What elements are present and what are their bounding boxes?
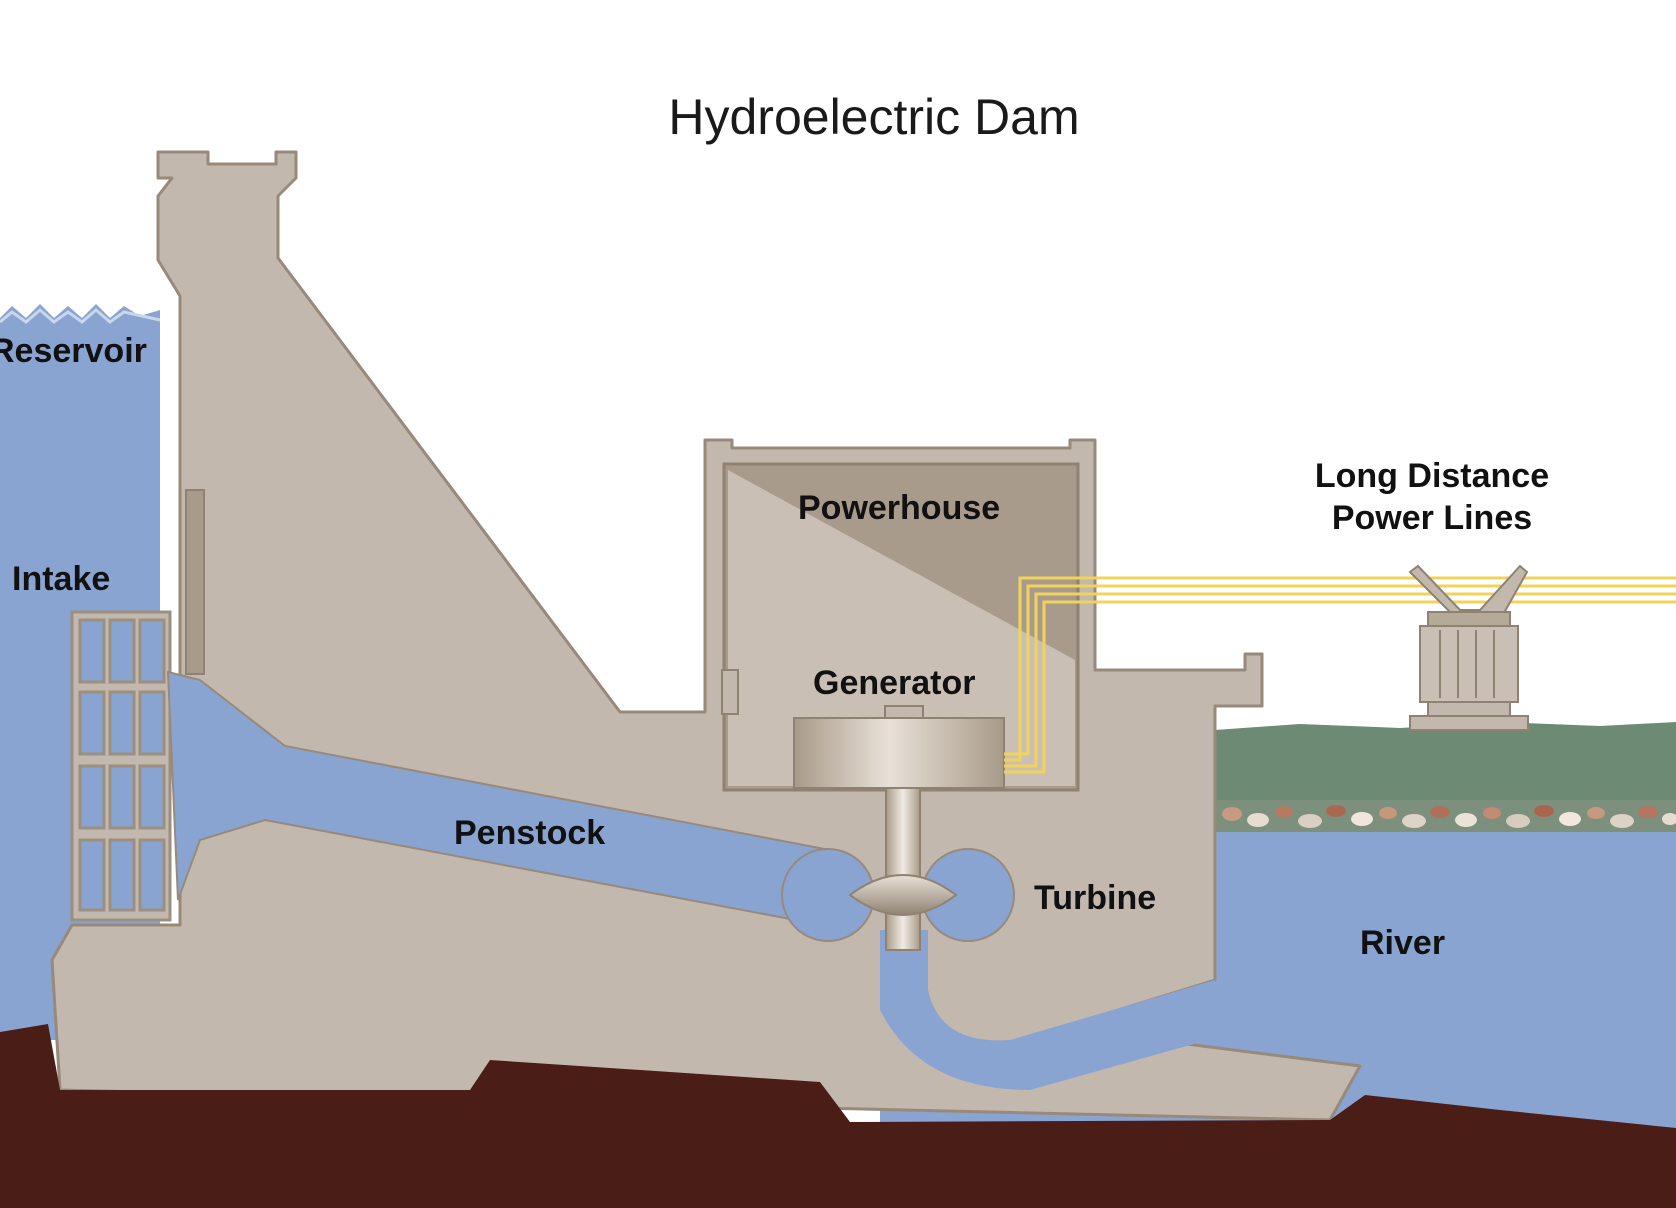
turbine-housing xyxy=(781,848,1015,942)
transmission-tower xyxy=(1408,564,1529,731)
generator-label: Generator xyxy=(813,664,976,702)
riverbank-rocks xyxy=(1215,800,1676,832)
intake-gate xyxy=(185,489,205,675)
intake-screen xyxy=(70,610,172,922)
reservoir-label: Reservoir xyxy=(0,332,147,370)
penstock-label: Penstock xyxy=(454,814,605,852)
bedrock xyxy=(0,1024,1676,1208)
dam-structure xyxy=(50,150,1362,1122)
draft-tube xyxy=(880,930,1215,1090)
diagram-title: Hydroelectric Dam xyxy=(668,89,1079,145)
turbine-shaft xyxy=(885,787,921,951)
river-label: River xyxy=(1360,924,1445,962)
river-bank xyxy=(1215,722,1676,832)
turbine-runner xyxy=(848,874,958,916)
intake-label: Intake xyxy=(12,560,110,598)
power-lines xyxy=(1004,576,1676,774)
power-lines-label-line1: Long Distance xyxy=(1315,457,1549,495)
power-lines-label-line2: Power Lines xyxy=(1332,499,1532,537)
generator xyxy=(793,705,1005,789)
turbine-label: Turbine xyxy=(1034,879,1156,917)
powerhouse-label: Powerhouse xyxy=(798,489,1000,527)
